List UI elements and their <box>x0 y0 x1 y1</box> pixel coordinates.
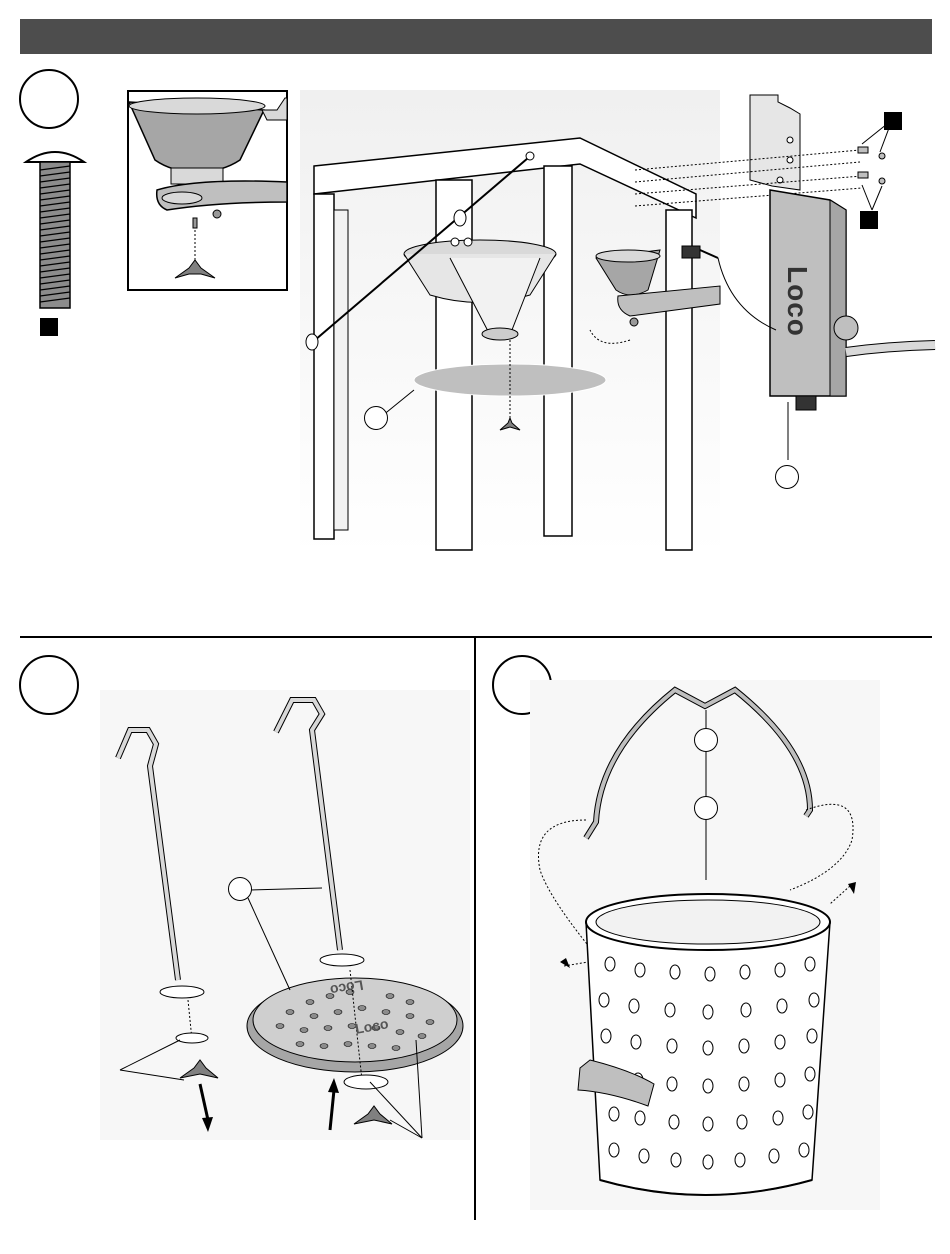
section-divider-horizontal <box>20 636 932 638</box>
bolt-illustration <box>20 140 90 315</box>
hook-and-rack-illustration <box>100 690 470 1150</box>
section-divider-vertical <box>474 638 476 1220</box>
step-circle-bottom-left <box>19 655 79 715</box>
callout-basket-handle <box>694 728 718 752</box>
callout-control-box <box>775 465 799 489</box>
bolt-key-square <box>40 318 58 336</box>
callout-heat-shield <box>364 406 388 430</box>
burner-detail-inset <box>127 90 288 291</box>
bolt-key-square-lower <box>860 211 878 229</box>
header-bar <box>20 19 932 54</box>
callout-basket <box>694 796 718 820</box>
bolt-key-square-upper <box>884 112 902 130</box>
basket-illustration <box>530 680 880 1210</box>
control-box-illustration <box>600 90 935 490</box>
step-circle-top <box>19 69 79 129</box>
brand-mark-box: Loco <box>781 266 813 336</box>
callout-rack <box>228 877 252 901</box>
